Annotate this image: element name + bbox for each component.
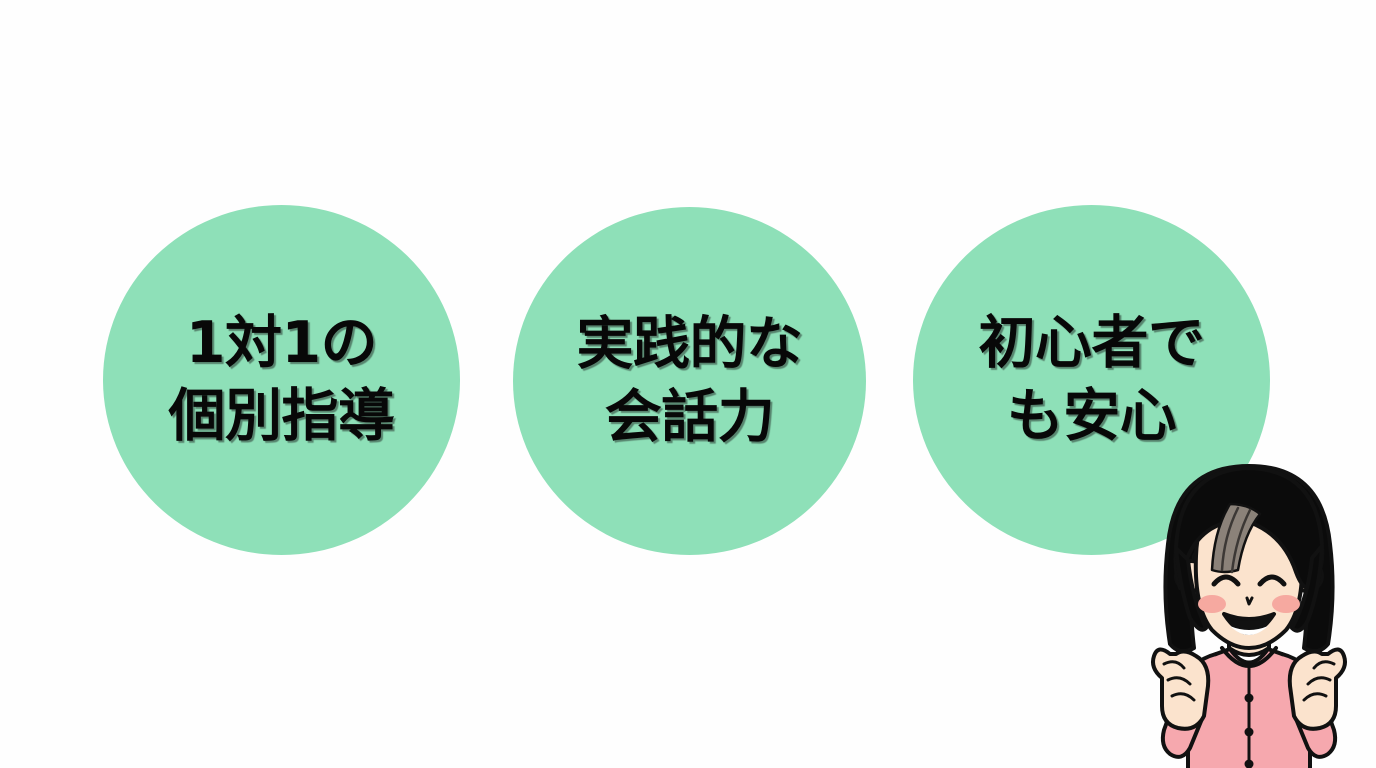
nose bbox=[1245, 596, 1254, 606]
teeth bbox=[1230, 626, 1268, 635]
right-blush bbox=[1272, 595, 1300, 613]
hair-right-side bbox=[1290, 544, 1324, 633]
hair-left-side bbox=[1174, 546, 1208, 632]
feature-bubble-practical-conversation-line2: 会話力 bbox=[604, 384, 775, 450]
feature-bubble-beginner-friendly-line2: も安心 bbox=[1006, 383, 1177, 449]
smiling-woman-illustration bbox=[1118, 448, 1376, 768]
feature-bubble-one-on-one-line2: 個別指導 bbox=[168, 383, 396, 449]
hair-strand bbox=[1220, 506, 1240, 572]
blouse-button bbox=[1244, 759, 1254, 768]
feature-bubble-one-on-one[interactable]: 1対1の 個別指導 bbox=[103, 205, 460, 555]
right-eye bbox=[1257, 574, 1287, 587]
left-hand bbox=[1151, 647, 1211, 731]
feature-bubble-practical-conversation-line1: 実践的な bbox=[576, 311, 804, 378]
right-hand bbox=[1287, 647, 1347, 731]
feature-bubble-one-on-one-line1: 1対1の bbox=[185, 310, 378, 377]
feature-bubble-beginner-friendly-line1: 初心者で bbox=[978, 310, 1206, 377]
feature-bubble-beginner-friendly[interactable]: 初心者で も安心 bbox=[913, 205, 1270, 555]
hair-strand bbox=[1230, 508, 1252, 574]
feature-bubble-practical-conversation[interactable]: 実践的な 会話力 bbox=[513, 207, 866, 555]
blouse-button bbox=[1244, 693, 1254, 703]
left-eye bbox=[1211, 574, 1241, 587]
blouse-button bbox=[1244, 727, 1254, 737]
left-blush bbox=[1198, 595, 1226, 613]
